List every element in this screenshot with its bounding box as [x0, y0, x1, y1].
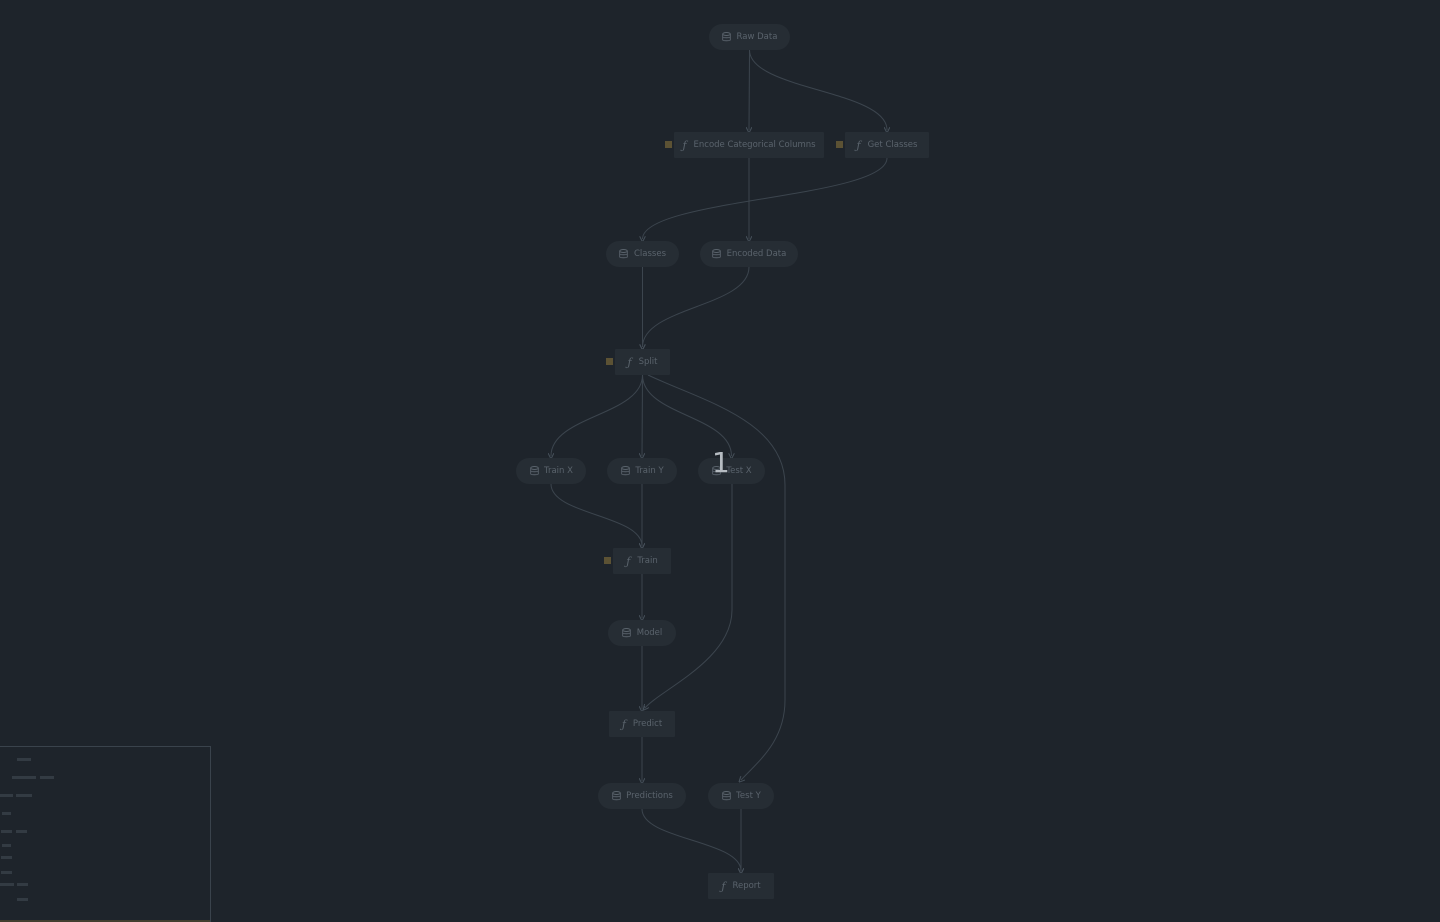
node-label: Train [637, 556, 658, 566]
input-port[interactable] [665, 141, 672, 148]
minimap-node [1, 844, 12, 848]
edge-predictions-to-report [641, 808, 741, 871]
edge-get-classes-to-classes [643, 157, 888, 239]
database-icon [622, 628, 632, 638]
minimap-node [0, 856, 13, 860]
node-label: Encoded Data [726, 249, 787, 259]
database-icon [611, 791, 621, 801]
node-report[interactable]: ƒ Report [708, 873, 774, 899]
node-label: Predict [632, 719, 663, 729]
database-icon [620, 466, 630, 476]
minimap-node [0, 829, 13, 833]
node-predict[interactable]: ƒ Predict [609, 711, 675, 737]
node-test-y[interactable]: Test Y [708, 783, 774, 809]
node-label: Encode Categorical Columns [693, 140, 816, 150]
node-label: Test Y [736, 791, 761, 801]
edge-raw-data-to-encode [749, 49, 750, 130]
node-label: Test X [726, 466, 752, 476]
node-label: Raw Data [736, 32, 778, 42]
node-label: Get Classes [867, 140, 918, 150]
edge-encoded-data-to-split [643, 266, 750, 347]
function-icon: ƒ [682, 138, 687, 152]
minimap-node [17, 898, 29, 902]
node-encoded-data[interactable]: Encoded Data [700, 241, 798, 267]
minimap[interactable] [0, 746, 211, 922]
node-predictions[interactable]: Predictions [598, 783, 686, 809]
input-port[interactable] [604, 557, 611, 564]
edge-raw-data-to-get-classes [749, 49, 888, 130]
node-get-classes[interactable]: ƒ Get Classes [845, 132, 929, 158]
input-port[interactable] [606, 358, 613, 365]
database-icon [529, 466, 539, 476]
database-icon [712, 249, 722, 259]
node-label: Model [636, 628, 663, 638]
node-test-x[interactable]: Test X [698, 458, 765, 484]
node-label: Train X [544, 466, 573, 476]
edge-split-to-train-x [551, 374, 643, 456]
function-icon: ƒ [721, 879, 726, 893]
node-train-x[interactable]: Train X [516, 458, 586, 484]
edge-split-to-test-x [642, 374, 732, 456]
database-icon [722, 32, 732, 42]
node-train-y[interactable]: Train Y [607, 458, 677, 484]
edge-train-x-to-train [550, 483, 642, 546]
node-label: Report [732, 881, 761, 891]
edge-test-x-to-predict [645, 484, 733, 708]
node-label: Predictions [626, 791, 673, 801]
node-encode[interactable]: ƒ Encode Categorical Columns [674, 132, 824, 158]
input-port[interactable] [836, 141, 843, 148]
function-icon: ƒ [856, 138, 861, 152]
node-label: Classes [633, 249, 667, 259]
minimap-node [0, 793, 13, 797]
database-icon [619, 249, 629, 259]
minimap-node [16, 793, 33, 797]
minimap-node [1, 811, 12, 815]
database-icon [711, 466, 721, 476]
edge-split-to-train-y [642, 374, 643, 456]
database-icon [721, 791, 731, 801]
node-split[interactable]: ƒ Split [615, 349, 670, 375]
minimap-node [17, 757, 31, 761]
minimap-node [39, 775, 54, 779]
edge-split-to-test-y [647, 374, 786, 780]
function-icon: ƒ [621, 717, 626, 731]
function-icon: ƒ [626, 554, 631, 568]
node-train[interactable]: ƒ Train [613, 548, 671, 574]
function-icon: ƒ [627, 355, 632, 369]
minimap-node [15, 829, 27, 833]
node-label: Split [638, 357, 658, 367]
annotation-marker: 1 [712, 446, 730, 479]
minimap-node [0, 883, 14, 887]
minimap-viewport[interactable] [0, 920, 210, 922]
minimap-node [11, 775, 37, 779]
node-label: Train Y [635, 466, 664, 476]
node-classes[interactable]: Classes [606, 241, 679, 267]
minimap-node [0, 871, 12, 875]
node-raw-data[interactable]: Raw Data [709, 24, 790, 50]
minimap-node [17, 883, 29, 887]
node-model[interactable]: Model [608, 620, 676, 646]
